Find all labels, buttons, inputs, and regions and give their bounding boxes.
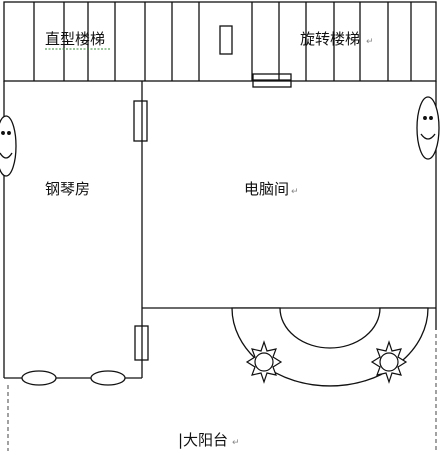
- label-piano-room: 钢琴房: [45, 180, 90, 198]
- label-balcony: 大阳台: [183, 431, 228, 449]
- stair-treads: [33, 2, 412, 81]
- return-mark: ↵: [366, 37, 374, 47]
- return-mark: ↵: [232, 438, 240, 448]
- oval-cushion-icon: [21, 370, 57, 386]
- stair-band: [3, 1, 437, 88]
- smiley-face-icon: [0, 115, 17, 177]
- partition-door-top: [133, 100, 148, 142]
- partition-door-bottom: [134, 325, 149, 361]
- stair-band-frame: [3, 1, 437, 82]
- balcony-edges: [7, 334, 437, 451]
- text-cursor: |: [178, 431, 183, 449]
- return-mark: ↵: [291, 187, 299, 197]
- sun-icon: [245, 340, 283, 384]
- label-computer-room: 电脑间: [244, 180, 289, 198]
- label-straight-stairs: 直型楼梯: [45, 30, 105, 48]
- oval-cushion-icon: [90, 370, 126, 386]
- sun-icon: [370, 340, 408, 384]
- label-spiral-stairs: 旋转楼梯: [300, 30, 360, 48]
- stair-door: [219, 25, 233, 55]
- smiley-face-icon: [416, 96, 440, 160]
